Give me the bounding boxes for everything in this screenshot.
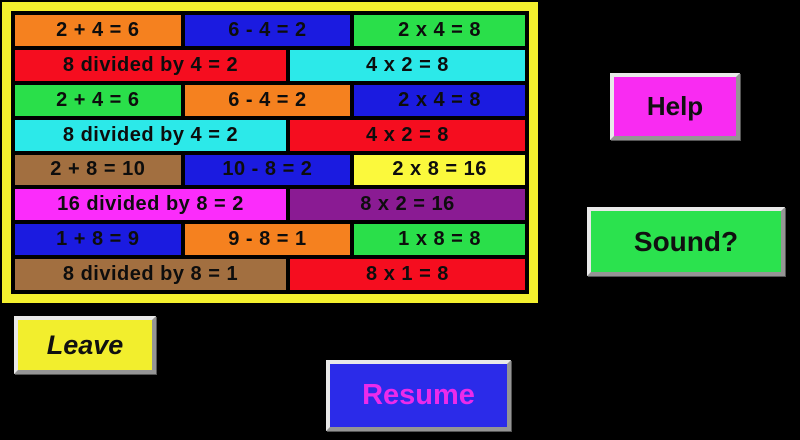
equation-cell[interactable]: 8 divided by 4 = 2 <box>13 117 288 153</box>
equation-cell[interactable]: 10 - 8 = 2 <box>182 152 353 188</box>
equation-cell[interactable]: 1 x 8 = 8 <box>352 222 527 258</box>
equation-cell[interactable]: 6 - 4 = 2 <box>182 82 353 118</box>
equation-cell[interactable]: 4 x 2 = 8 <box>287 117 527 153</box>
equation-cell[interactable]: 2 + 8 = 10 <box>13 152 183 188</box>
equation-cell[interactable]: 1 + 8 = 9 <box>13 222 183 258</box>
equation-cell[interactable]: 9 - 8 = 1 <box>182 222 353 258</box>
sound-button[interactable]: Sound? <box>587 207 785 276</box>
equation-cell[interactable]: 8 divided by 4 = 2 <box>13 47 288 83</box>
resume-button[interactable]: Resume <box>326 360 511 431</box>
equation-cell[interactable]: 2 x 4 = 8 <box>352 82 527 118</box>
equation-cell[interactable]: 2 x 8 = 16 <box>352 152 527 188</box>
equation-cell[interactable]: 2 + 4 = 6 <box>13 82 183 118</box>
leave-button[interactable]: Leave <box>14 316 156 374</box>
equation-cell[interactable]: 8 x 2 = 16 <box>287 187 527 223</box>
equation-cell[interactable]: 4 x 2 = 8 <box>287 47 527 83</box>
equation-cell[interactable]: 2 x 4 = 8 <box>352 13 527 48</box>
help-button[interactable]: Help <box>610 73 740 140</box>
equation-cell[interactable]: 2 + 4 = 6 <box>13 13 183 48</box>
equation-cell[interactable]: 16 divided by 8 = 2 <box>13 187 288 223</box>
equation-cell[interactable]: 6 - 4 = 2 <box>182 13 353 48</box>
equation-cell[interactable]: 8 x 1 = 8 <box>287 257 527 292</box>
equation-cell[interactable]: 8 divided by 8 = 1 <box>13 257 288 292</box>
